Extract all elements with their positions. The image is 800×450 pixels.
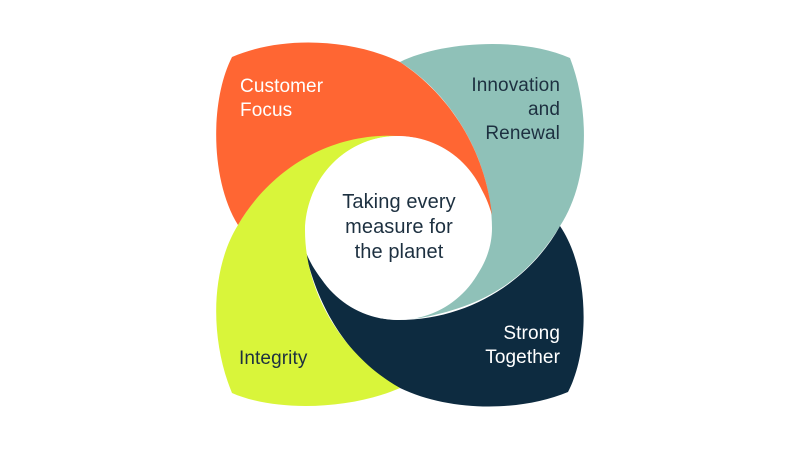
label-line: Together [485, 347, 560, 368]
label-line: Focus [240, 100, 293, 121]
petal-customer-focus [216, 42, 492, 225]
petal-strong-together [305, 226, 584, 407]
center-line: Taking every [342, 191, 456, 213]
label-integrity: Integrity [239, 347, 308, 371]
label-customer-focus: Customer Focus [240, 75, 323, 123]
label-line: Innovation [471, 75, 560, 96]
label-line: Strong [503, 323, 560, 344]
center-line: measure for [345, 216, 453, 238]
center-circle [306, 136, 490, 320]
label-line: Customer [240, 76, 324, 97]
center-statement: Taking every measure for the planet [308, 190, 490, 265]
label-strong-together: Strong Together [485, 322, 560, 370]
label-innovation-and-renewal: Innovation and Renewal [471, 74, 560, 146]
center-line: the planet [354, 241, 444, 263]
petal-innovation-and-renewal [398, 44, 584, 320]
label-line: Renewal [485, 123, 560, 144]
label-line: and [527, 99, 560, 120]
label-line: Integrity [239, 348, 308, 369]
petal-integrity [216, 133, 400, 406]
